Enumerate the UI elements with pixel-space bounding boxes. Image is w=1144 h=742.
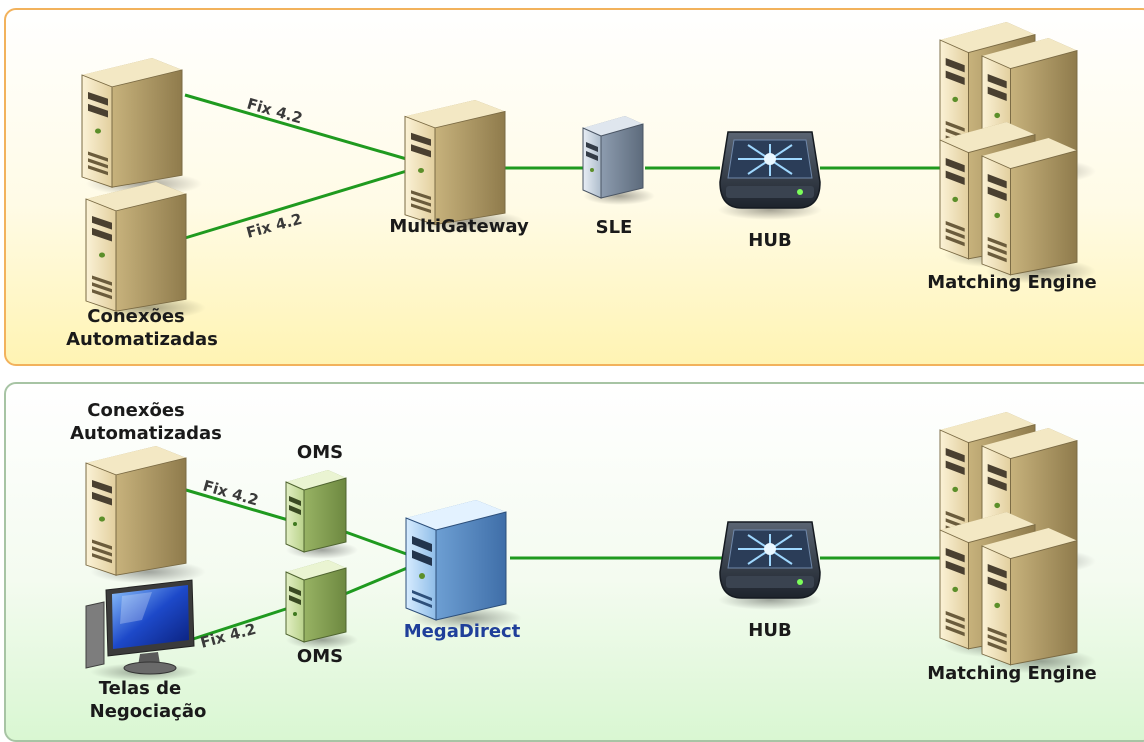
oms-server-icon-lower (285, 560, 358, 649)
hub-label: HUB (748, 620, 791, 641)
oms-server-icon-upper (285, 470, 358, 559)
link-client-oms-upper (185, 488, 296, 524)
client-label-line1: Conexões (87, 306, 185, 327)
bottom-links (185, 488, 945, 642)
oms-label-lower: OMS (297, 646, 343, 667)
matching-engine-label: Matching Engine (927, 272, 1096, 293)
link-client1-gateway (184, 93, 411, 162)
client-server-icon (81, 57, 203, 197)
screens-label-line2: Negociação (90, 701, 207, 722)
fix-label-lower: Fix 4.2 (244, 210, 304, 242)
hub-icon (718, 521, 822, 610)
oms-label-upper: OMS (297, 442, 343, 463)
hub-icon (718, 131, 822, 220)
multigateway-server-icon (404, 99, 526, 234)
link-client2-gateway (184, 168, 411, 240)
megadirect-server-icon (405, 500, 522, 630)
link-oms-lower-megadirect (339, 564, 413, 598)
client-server-icon (85, 181, 207, 321)
client-label-line2: Automatizadas (70, 423, 222, 444)
screens-label-line1: Telas de (99, 678, 182, 699)
multigateway-label: MultiGateway (389, 216, 529, 237)
client-server-icon (85, 445, 207, 585)
matching-engine-label: Matching Engine (927, 663, 1096, 684)
client-label-line2: Automatizadas (66, 329, 218, 350)
fix-label-lower: Fix 4.2 (198, 620, 258, 652)
trading-screen-icon (85, 579, 198, 681)
sle-server-icon (582, 116, 655, 205)
link-screen-oms-lower (189, 604, 296, 642)
fix-label-upper: Fix 4.2 (245, 95, 305, 128)
hub-label: HUB (748, 230, 791, 251)
link-oms-upper-megadirect (339, 528, 413, 558)
sle-label: SLE (596, 217, 633, 238)
matching-engine-icon (939, 21, 1097, 285)
client-label-line1: Conexões (87, 400, 185, 421)
megadirect-label: MegaDirect (404, 621, 521, 642)
matching-engine-icon (939, 411, 1097, 675)
top-links (184, 93, 945, 240)
